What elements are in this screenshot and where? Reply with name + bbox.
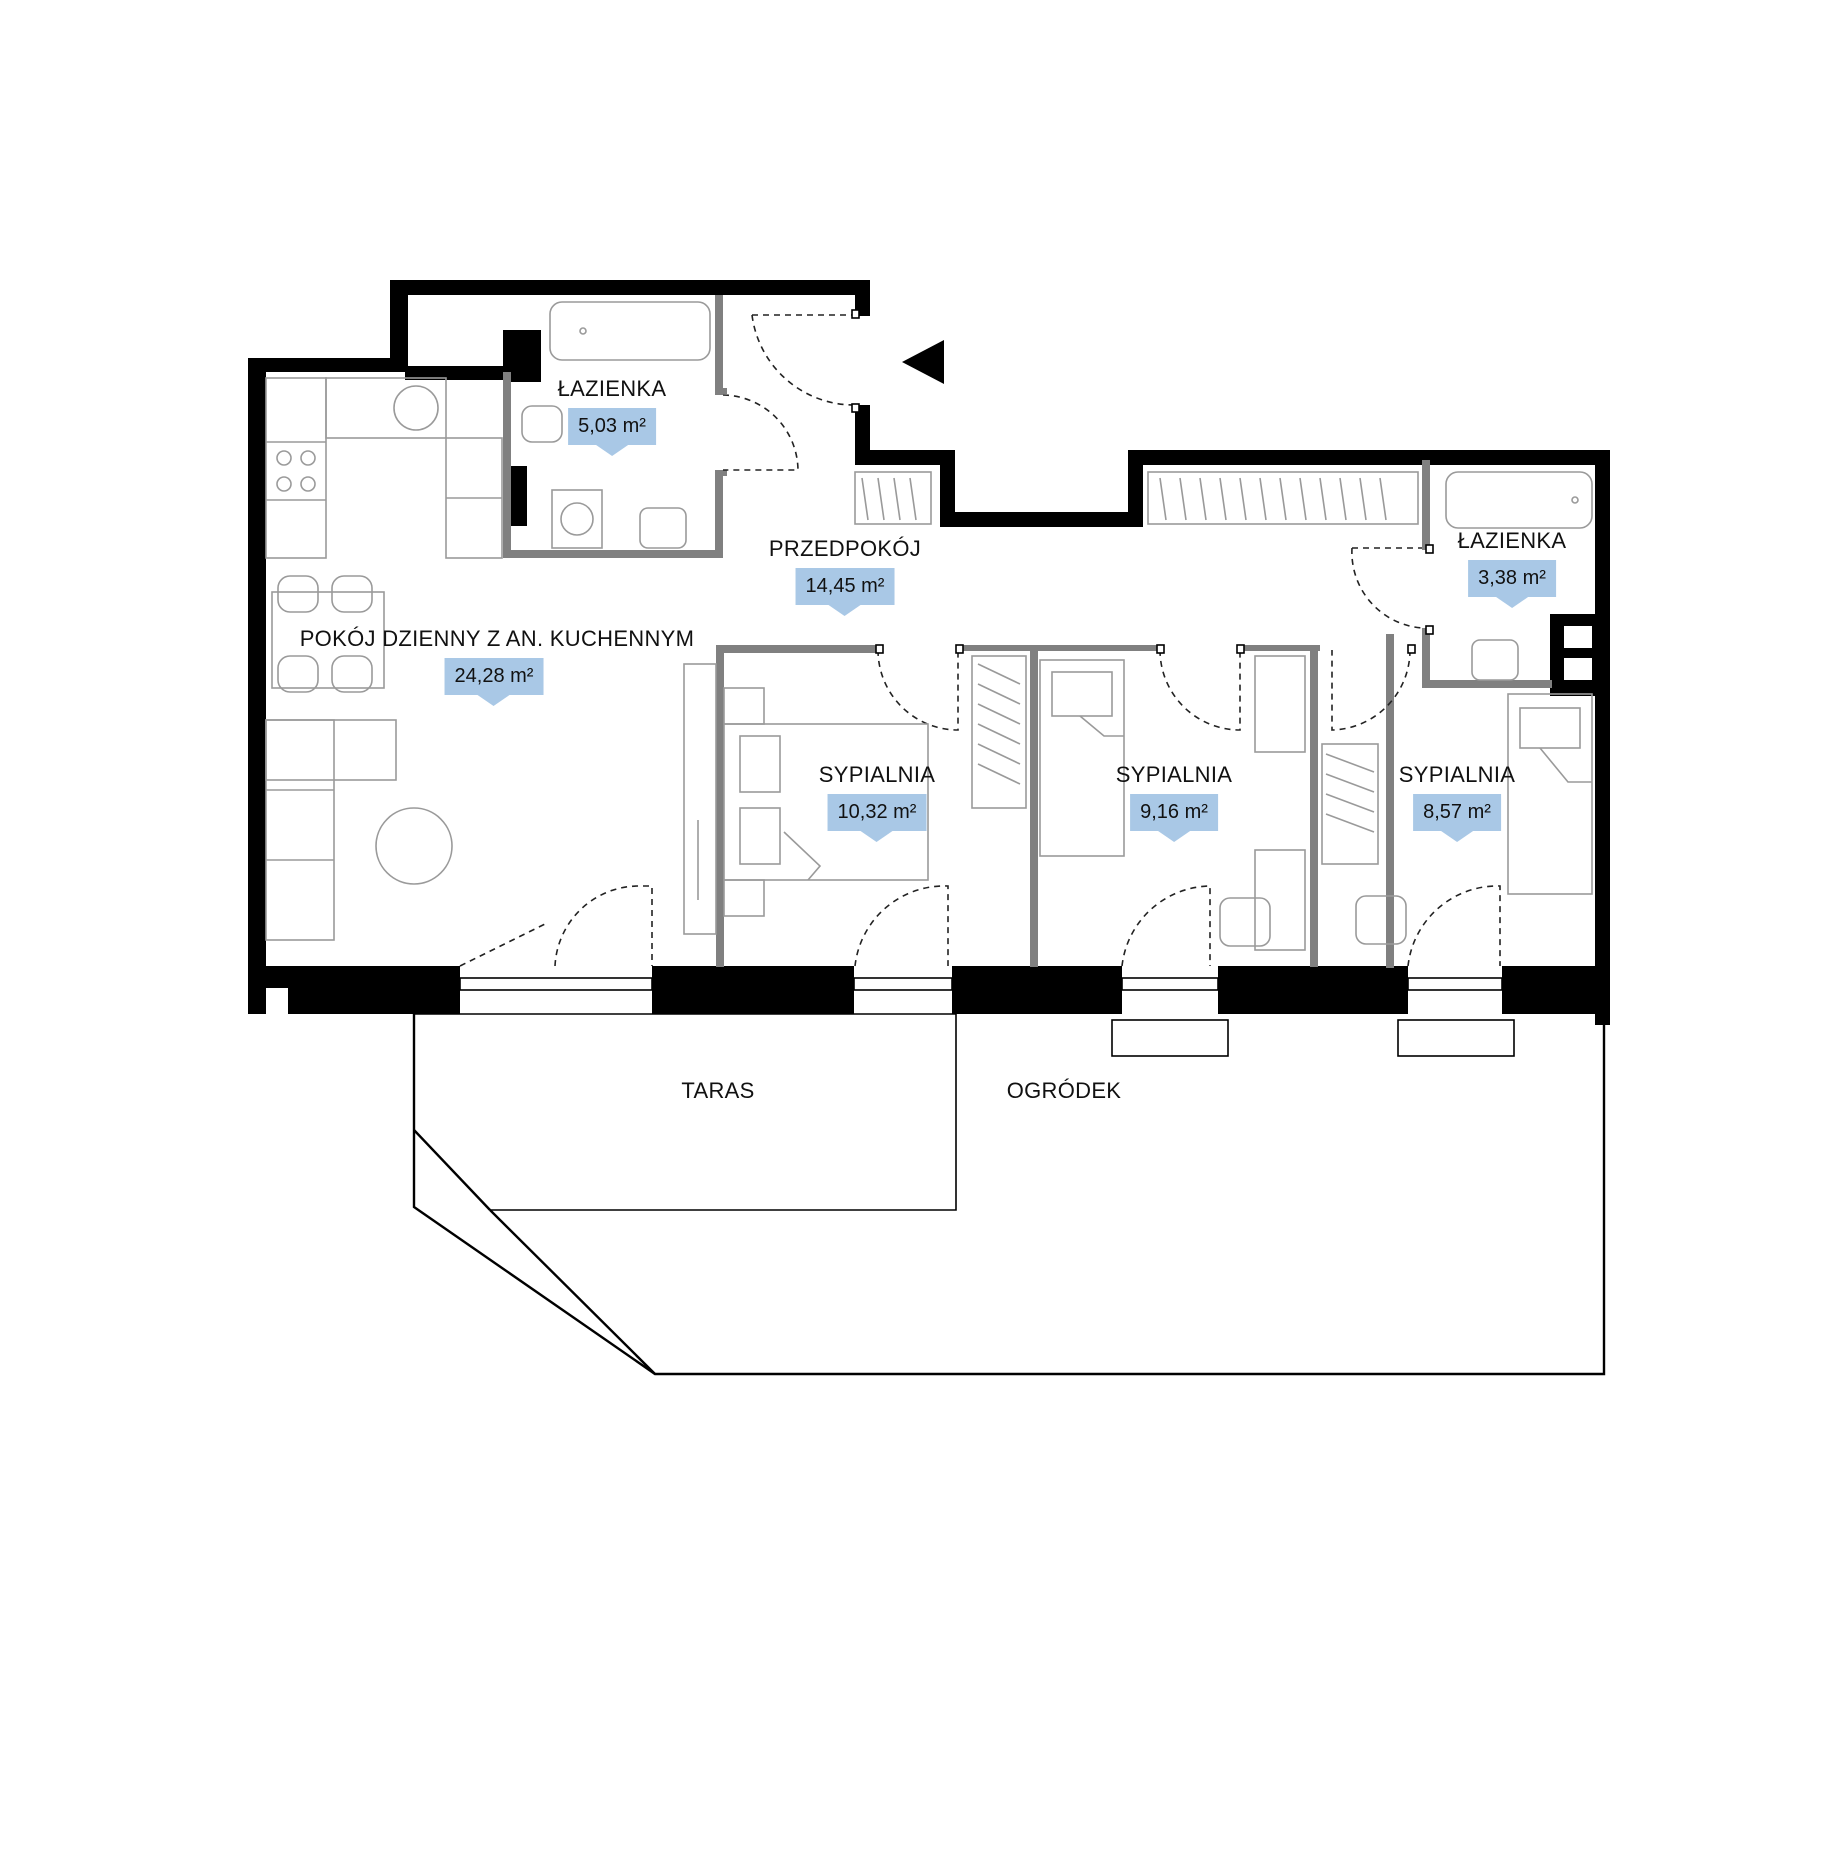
room-area-bathroom-1: 5,03 m² — [568, 408, 656, 456]
exterior-walls — [248, 280, 1610, 1025]
area-badge-pointer — [596, 445, 628, 456]
area-badge-pointer — [478, 695, 510, 706]
bedroom-3-furniture — [1321, 693, 1593, 945]
area-badge-pointer — [1158, 831, 1190, 842]
room-name-bathroom-1: ŁAZIENKA — [557, 376, 667, 401]
bathroom-1-fixtures — [521, 301, 711, 549]
area-badge: 5,03 m² — [568, 408, 656, 445]
hall-wardrobes — [854, 471, 1419, 525]
room-area-bedroom-3: 8,57 m² — [1413, 794, 1501, 842]
entrance-arrow-icon — [902, 340, 944, 384]
bedroom-1-furniture — [683, 663, 929, 935]
room-name-bedroom-1: SYPIALNIA — [818, 762, 936, 787]
room-name-bedroom-3: SYPIALNIA — [1398, 762, 1516, 787]
bedroom-2-furniture — [971, 655, 1306, 951]
terrace-outline — [414, 1013, 957, 1211]
area-badge: 3,38 m² — [1468, 560, 1556, 597]
kitchen-furniture — [265, 377, 503, 559]
area-badge: 8,57 m² — [1413, 794, 1501, 831]
interior-partitions — [503, 295, 1552, 968]
garden-label: OGRÓDEK — [1006, 1078, 1122, 1103]
doors — [459, 309, 1503, 991]
room-name-bathroom-2: ŁAZIENKA — [1457, 528, 1567, 553]
area-badge: 10,32 m² — [827, 794, 927, 831]
bathroom-2-fixtures — [1445, 471, 1593, 681]
room-name-hall: PRZEDPOKÓJ — [768, 536, 922, 561]
area-badge: 14,45 m² — [795, 568, 895, 605]
sofa — [265, 719, 453, 941]
room-area-hall: 14,45 m² — [795, 568, 895, 616]
area-badge-pointer — [829, 605, 861, 616]
room-area-bedroom-2: 9,16 m² — [1130, 794, 1218, 842]
planter-boxes — [1111, 1019, 1515, 1057]
area-badge-pointer — [1496, 597, 1528, 608]
area-badge-pointer — [1441, 831, 1473, 842]
area-badge-pointer — [861, 831, 893, 842]
room-name-bedroom-2: SYPIALNIA — [1115, 762, 1233, 787]
room-area-bathroom-2: 3,38 m² — [1468, 560, 1556, 608]
terrace-label: TARAS — [681, 1078, 755, 1103]
area-badge: 9,16 m² — [1130, 794, 1218, 831]
area-badge: 24,28 m² — [444, 658, 544, 695]
garden-outline — [412, 1013, 1606, 1376]
dining-set — [271, 575, 385, 693]
room-name-living-room: POKÓJ DZIENNY Z AN. KUCHENNYM — [299, 626, 695, 651]
room-area-living-room: 24,28 m² — [444, 658, 544, 706]
room-area-bedroom-1: 10,32 m² — [827, 794, 927, 842]
